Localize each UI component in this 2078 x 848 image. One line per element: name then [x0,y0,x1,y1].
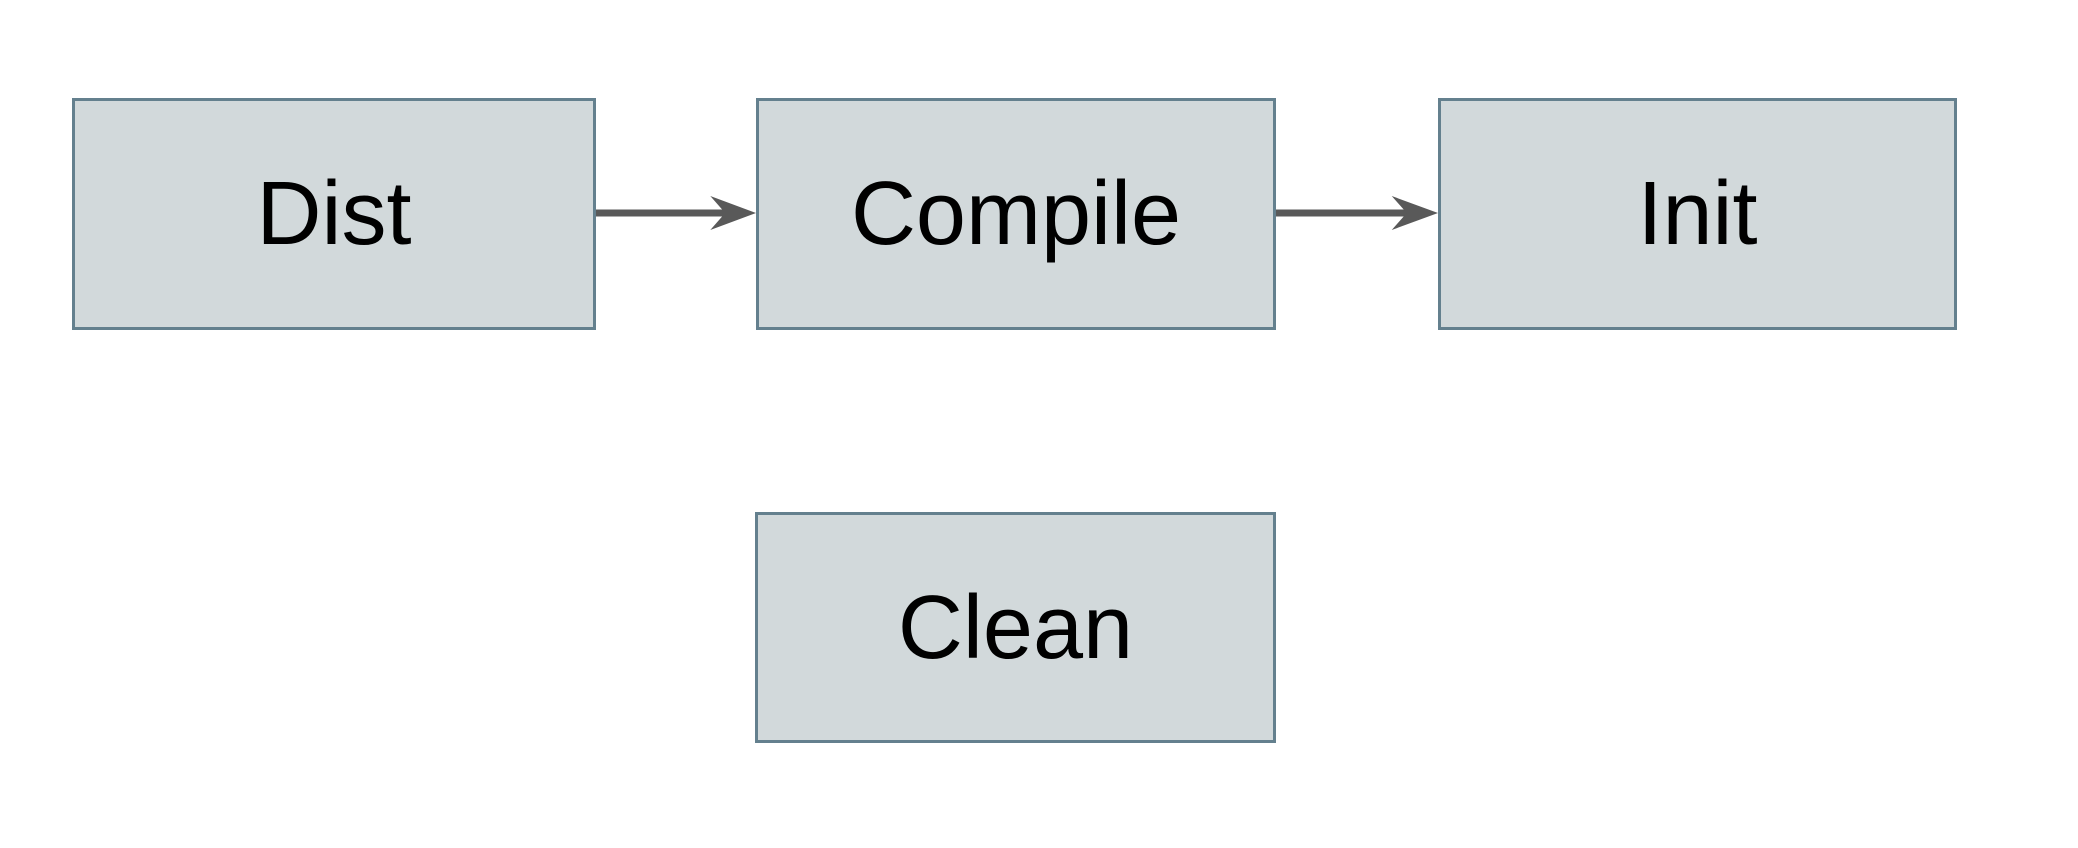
node-compile: Compile [756,98,1276,330]
node-compile-label: Compile [850,164,1182,264]
right-arrow-icon [1276,196,1438,230]
node-clean: Clean [755,512,1276,743]
node-init-label: Init [1637,164,1758,264]
right-arrow-icon [596,196,756,230]
node-dist-label: Dist [256,164,412,264]
arrow-compile-to-init [1276,196,1438,230]
node-clean-label: Clean [897,577,1134,678]
node-dist: Dist [72,98,596,330]
arrow-dist-to-compile [596,196,756,230]
node-init: Init [1438,98,1957,330]
